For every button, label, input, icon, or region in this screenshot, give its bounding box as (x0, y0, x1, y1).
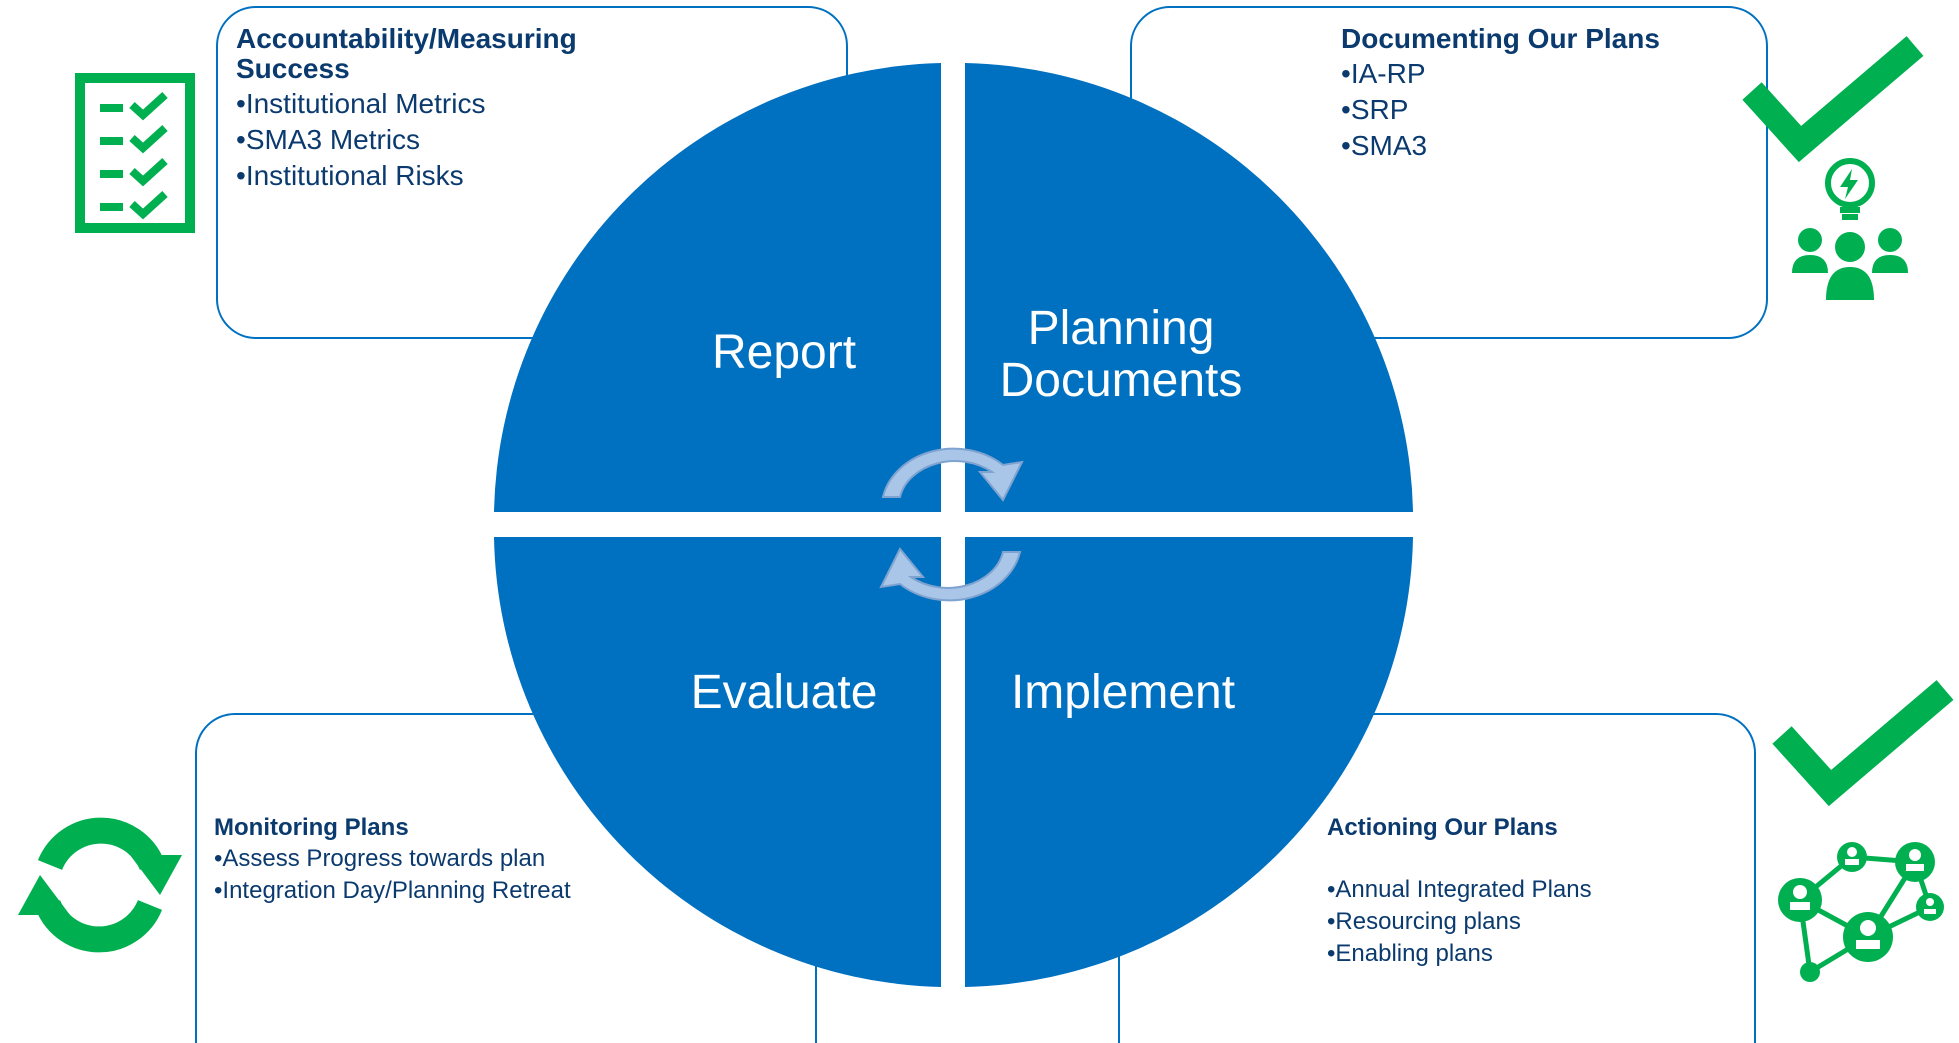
list-item: Annual Integrated Plans (1327, 874, 1591, 906)
list-item: SMA3 Metrics (236, 122, 485, 158)
documenting-title: Documenting Our Plans (1341, 23, 1660, 54)
list-item: SRP (1341, 92, 1427, 128)
monitoring-title: Monitoring Plans (214, 814, 409, 841)
quadrant-planning (965, 63, 1413, 512)
list-item: Resourcing plans (1327, 906, 1592, 938)
refresh-icon (18, 817, 182, 953)
quadrant-evaluate-label: Evaluate (690, 666, 878, 719)
list-item: Integration Day/Planning Retreat (214, 875, 570, 907)
quadrant-report (494, 63, 941, 512)
documenting-list: IA-RP SRP SMA3 (1341, 56, 1427, 164)
quadrant-report-label: Report (711, 326, 857, 379)
quadrant-planning-label: Planning Documents (999, 302, 1243, 407)
monitoring-list: Assess Progress towards plan Integration… (214, 843, 571, 907)
team-idea-icon (1792, 158, 1908, 300)
list-item: Institutional Risks (236, 158, 485, 194)
list-item: Assess Progress towards plan (214, 843, 571, 875)
list-item: IA-RP (1341, 56, 1427, 92)
actioning-list: Annual Integrated Plans Resourcing plans… (1327, 874, 1592, 970)
actioning-title: Actioning Our Plans (1327, 814, 1558, 841)
quadrant-implement (965, 537, 1413, 987)
list-item: Institutional Metrics (236, 86, 486, 122)
accountability-list: Institutional Metrics SMA3 Metrics Insti… (236, 86, 486, 194)
list-item: Enabling plans (1327, 938, 1592, 970)
accountability-title: Accountability/Measuring Success (236, 23, 577, 84)
checkmark-icon (1742, 36, 1924, 163)
quadrant-evaluate (494, 537, 941, 987)
list-item: SMA3 (1341, 128, 1427, 164)
quadrant-implement-label: Implement (1010, 666, 1236, 719)
cycle-arrows-icon (879, 447, 1024, 602)
checkmark-icon-2 (1772, 680, 1954, 807)
checklist-icon (75, 73, 195, 233)
network-icon (1778, 842, 1944, 982)
